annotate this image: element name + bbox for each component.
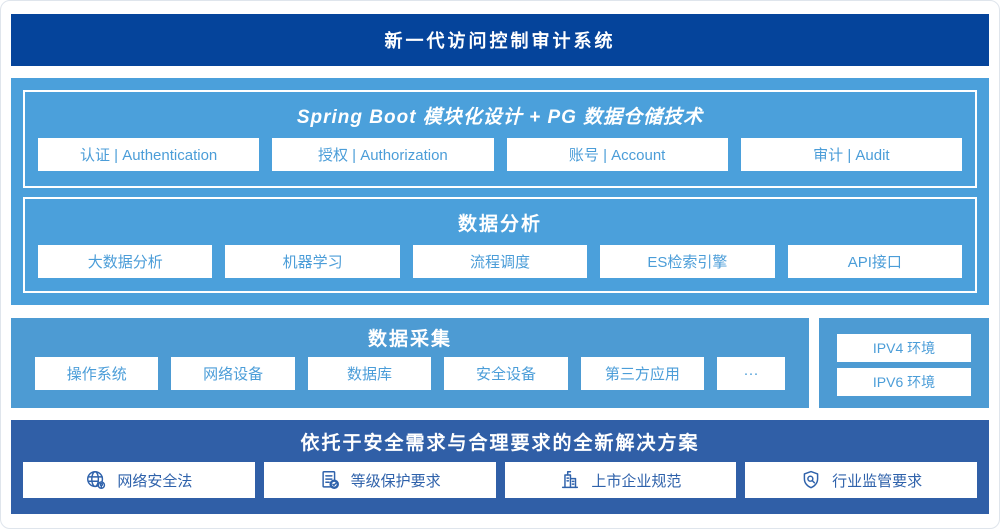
module-box-audit: 审计 | Audit [740,138,962,171]
analysis-box-workflow: 流程调度 [412,245,588,278]
analysis-box-api: API接口 [787,245,963,278]
solution-box-label: 等级保护要求 [350,472,441,490]
system-title-banner: 新一代访问控制审计系统 [11,14,989,66]
module-box-authentication: 认证 | Authentication [38,138,260,171]
solution-box-cybersecurity-law: 网络安全法 [23,462,255,498]
system-title: 新一代访问控制审计系统 [384,31,616,51]
solution-section: 依托于安全需求与合理要求的全新解决方案 网络安全法 [11,420,989,514]
solution-box-label: 上市企业规范 [591,472,682,490]
globe-pin-icon [85,469,107,491]
data-collection-panel: 数据采集 操作系统 网络设备 数据库 安全设备 第三方应用 ··· [11,318,809,408]
solution-box-label: 行业监管要求 [832,472,923,490]
data-collection-box-row: 操作系统 网络设备 数据库 安全设备 第三方应用 ··· [35,357,785,390]
environment-panel: IPV4 环境 IPV6 环境 [819,318,989,408]
document-check-icon [319,469,341,491]
source-box-network-device: 网络设备 [171,357,295,390]
shield-search-icon [800,469,822,491]
data-collection-title: 数据采集 [367,329,452,350]
analysis-box-ml: 机器学习 [225,245,400,278]
solution-box-industry-regulation: 行业监管要求 [745,462,977,498]
source-box-security-device: 安全设备 [444,357,568,390]
source-box-database: 数据库 [307,357,432,390]
solution-title: 依托于安全需求与合理要求的全新解决方案 [300,432,700,454]
solution-box-classified-protection: 等级保护要求 [263,462,496,498]
data-analysis-group: 数据分析 大数据分析 机器学习 流程调度 ES检索引擎 API接口 [23,197,977,293]
springboot-group: Spring Boot 模块化设计 + PG 数据仓储技术 认证 | Authe… [23,90,977,188]
module-box-account: 账号 | Account [506,138,728,171]
data-analysis-group-title: 数据分析 [457,213,542,235]
springboot-box-row: 认证 | Authentication 授权 | Authorization 账… [38,138,962,171]
collection-row: 数据采集 操作系统 网络设备 数据库 安全设备 第三方应用 ··· IPV4 环… [11,318,989,408]
data-analysis-box-row: 大数据分析 机器学习 流程调度 ES检索引擎 API接口 [38,245,963,278]
building-icon [559,469,581,491]
source-box-ellipsis: ··· [717,357,785,390]
solution-box-label: 网络安全法 [117,472,193,490]
platform-section: Spring Boot 模块化设计 + PG 数据仓储技术 认证 | Authe… [11,78,989,305]
springboot-group-title: Spring Boot 模块化设计 + PG 数据仓储技术 [296,106,704,128]
module-box-authorization: 授权 | Authorization [272,138,494,171]
analysis-box-es: ES检索引擎 [600,245,775,278]
solution-box-row: 网络安全法 等级保护要求 [23,462,977,498]
analysis-box-bigdata: 大数据分析 [38,245,213,278]
source-box-thirdparty: 第三方应用 [580,357,705,390]
env-box-ipv4: IPV4 环境 [837,334,971,362]
env-box-ipv6: IPV6 环境 [837,368,971,396]
solution-box-listed-company: 上市企业规范 [504,462,737,498]
source-box-os: 操作系统 [35,357,159,390]
